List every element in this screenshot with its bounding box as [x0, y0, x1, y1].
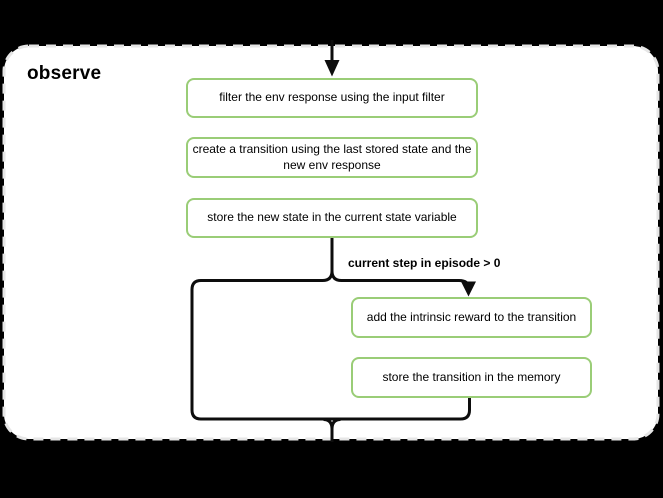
edge-condition-branch [330, 270, 470, 289]
condition-label: current step in episode > 0 [348, 256, 501, 270]
node-store-new-state: store the new state in the current state… [186, 198, 478, 238]
node-filter-env-response: filter the env response using the input … [186, 78, 478, 118]
node-add-intrinsic-reward: add the intrinsic reward to the transiti… [351, 297, 592, 338]
arrowhead-down-icon [461, 281, 476, 297]
group-title-observe: observe [27, 63, 102, 84]
arrowhead-down-icon [324, 60, 340, 77]
edge-bypass-branch [190, 238, 334, 421]
node-store-transition-memory: store the transition in the memory [351, 357, 592, 398]
node-create-transition: create a transition using the last store… [186, 137, 478, 178]
edge-outgoing [323, 418, 341, 442]
edge-store-exit [332, 397, 471, 421]
